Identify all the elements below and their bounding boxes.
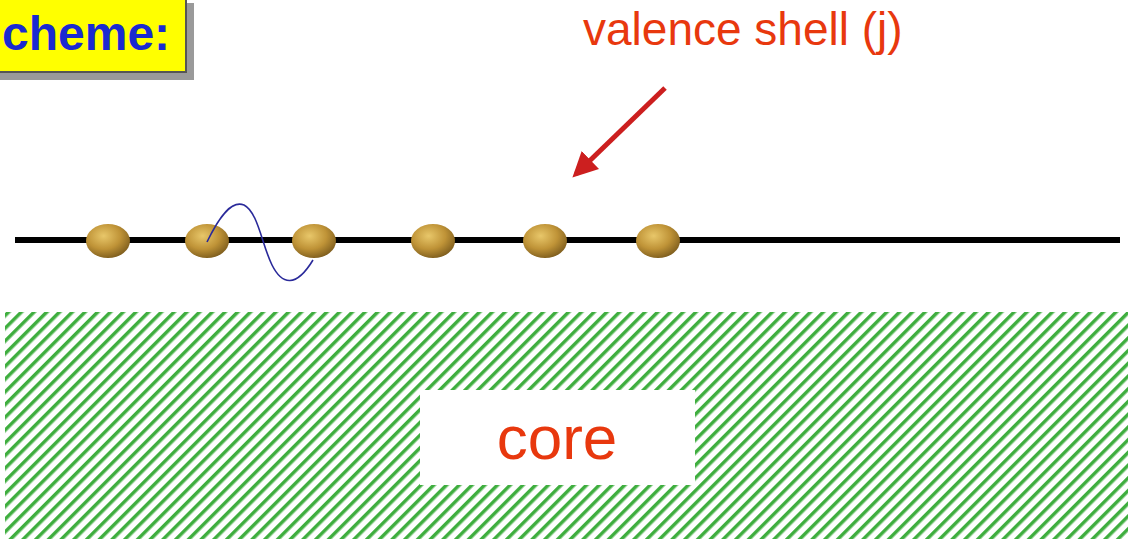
pointer-arrow xyxy=(576,88,665,174)
nucleon xyxy=(292,224,336,258)
nucleon xyxy=(523,224,567,258)
nucleons xyxy=(86,224,680,258)
core-band: core xyxy=(5,312,1128,539)
shell-label: valence shell (j) xyxy=(583,2,903,56)
nucleon xyxy=(636,224,680,258)
core-hatching xyxy=(5,312,1128,539)
region-label: core xyxy=(420,390,695,485)
interaction-wave xyxy=(207,204,313,280)
nucleon xyxy=(86,224,130,258)
heading-text: cheme: xyxy=(2,6,170,61)
shell-line xyxy=(15,237,1120,243)
title-box: cheme: xyxy=(0,0,187,73)
nucleon xyxy=(411,224,455,258)
